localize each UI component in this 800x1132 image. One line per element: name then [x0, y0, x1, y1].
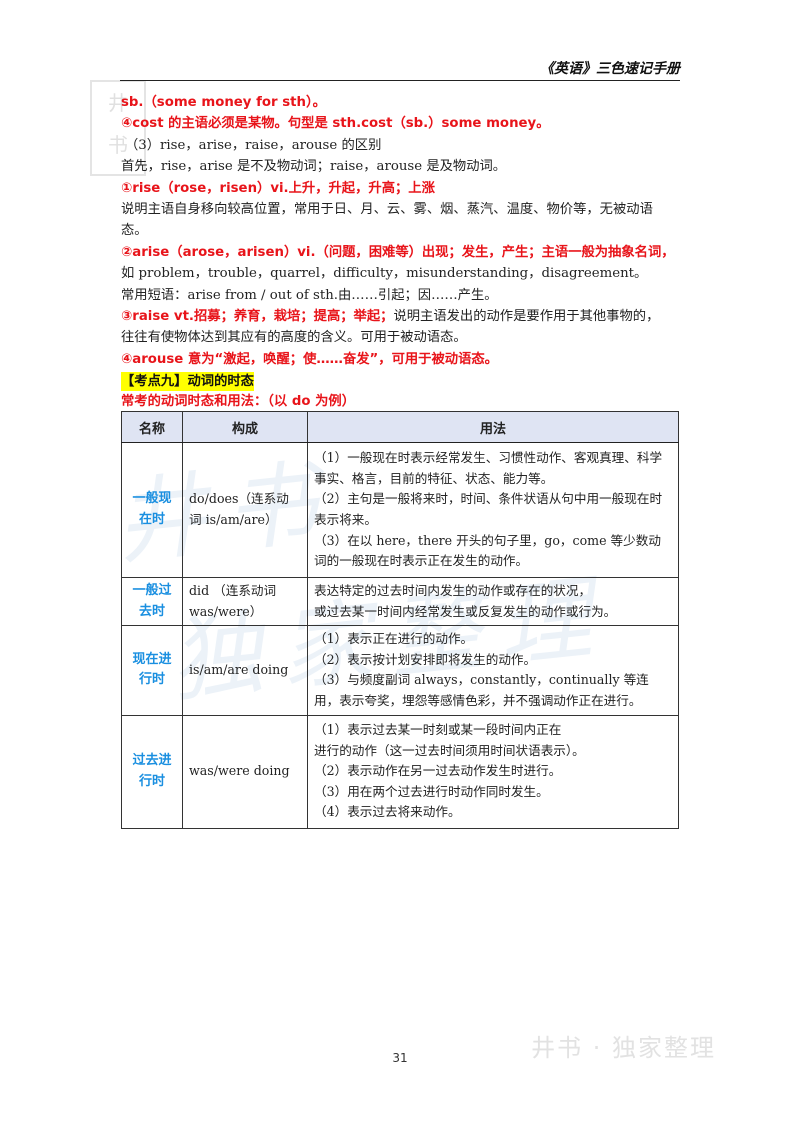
usage-line: 进行的动作（这一过去时间须用时间状语表示）。 [314, 742, 585, 758]
table-header-row: 名称 构成 用法 [121, 411, 679, 443]
text-line-11-red: ③raise vt.招募；养育，栽培；提高；举起； [121, 309, 394, 325]
body-content: sb.（some money for sth）。 ④cost 的主语必须是某物。… [121, 92, 681, 412]
table-row: 现在进行时 is/am/are doing （1）表示正在进行的动作。 （2）表… [121, 625, 679, 716]
tense-name: 一般现在时 [121, 442, 183, 578]
text-line-1: sb.（some money for sth）。 [121, 95, 326, 110]
header-rule [120, 80, 680, 81]
text-line-6: 说明主语自身移向较高位置，常用于日、月、云、雾、烟、蒸汽、温度、物价等，无被动语 [121, 202, 653, 218]
usage-line: （3）与频度副词 always，constantly，continually 等… [314, 672, 649, 708]
usage-line: （1）表示正在进行的动作。 [314, 631, 474, 647]
header-usage: 用法 [307, 411, 679, 443]
text-line-5: ①rise（rose，risen）vi.上升，升起，升高；上涨 [121, 180, 435, 196]
table-row: 一般现在时 do/does（连系动词 is/am/are） （1）一般现在时表示… [121, 442, 679, 578]
usage-line: （2）表示按计划安排即将发生的动作。 [314, 651, 537, 667]
usage-line: （3）用在两个过去进行时动作同时发生。 [314, 783, 549, 799]
text-line-13: ④arouse 意为“激起，唤醒；使……奋发”，可用于被动语态。 [121, 351, 498, 367]
usage-line: 或过去某一时间内经常发生或反复发生的动作或行为。 [314, 603, 617, 619]
watermark-logo-bottom: 书 [108, 133, 128, 157]
section-subtitle: 常考的动词时态和用法：（以 do 为例） [121, 394, 356, 410]
tense-form: is/am/are doing [182, 625, 308, 716]
text-line-4: 首先，rise，arise 是不及物动词；raise，arouse 是及物动词。 [121, 159, 507, 175]
text-line-7: 态。 [121, 223, 148, 239]
usage-line: （4）表示过去将来动作。 [314, 804, 461, 820]
table-row: 一般过去时 did （连系动词 was/were） 表达特定的过去时间内发生的动… [121, 576, 679, 627]
usage-line: （2）表示动作在另一过去动作发生时进行。 [314, 763, 562, 779]
tense-name: 一般过去时 [121, 576, 183, 627]
section-title: 【考点九】动词的时态 [121, 372, 254, 392]
tense-usage: （1）表示过去某一时刻或某一段时间内正在 进行的动作（这一过去时间须用时间状语表… [307, 714, 679, 829]
usage-line: （1）一般现在时表示经常发生、习惯性动作、客观真理、科学事实、格言，目前的特征、… [314, 450, 663, 486]
verb-tense-table: 名称 构成 用法 一般现在时 do/does（连系动词 is/am/are） （… [121, 411, 679, 829]
text-line-11: 说明主语发出的动作是要作用于其他事物的， [393, 309, 660, 325]
usage-line: （3）在以 here，there 开头的句子里，go，come 等少数动词的一般… [314, 532, 661, 569]
header-name: 名称 [121, 411, 183, 443]
tense-usage: （1）表示正在进行的动作。 （2）表示按计划安排即将发生的动作。 （3）与频度副… [307, 625, 679, 716]
text-line-9: 如 problem，trouble，quarrel，difficulty，mis… [121, 266, 648, 282]
tense-form: was/were doing [182, 714, 308, 829]
usage-line: 表达特定的过去时间内发生的动作或存在的状况， [314, 583, 592, 598]
text-line-8: ②arise（arose，arisen）vi.（问题，困难等）出现；发生，产生；… [121, 244, 675, 260]
tense-form: did （连系动词 was/were） [182, 576, 308, 627]
tense-name: 现在进行时 [121, 625, 183, 716]
text-line-10: 常用短语：arise from / out of sth.由……引起；因……产生… [121, 287, 498, 303]
tense-usage: （1）一般现在时表示经常发生、习惯性动作、客观真理、科学事实、格言，目前的特征、… [307, 442, 679, 578]
tense-usage: 表达特定的过去时间内发生的动作或存在的状况， 或过去某一时间内经常发生或反复发生… [307, 576, 679, 627]
table-row: 过去进行时 was/were doing （1）表示过去某一时刻或某一段时间内正… [121, 714, 679, 829]
text-line-3: （3）rise，arise，raise，arouse 的区别 [125, 137, 382, 153]
usage-line: （2）主句是一般将来时，时间、条件状语从句中用一般现在时表示将来。 [314, 491, 663, 527]
watermark-footer: 井书 · 独家整理 [531, 1034, 716, 1062]
page-number: 31 [392, 1051, 408, 1065]
tense-name: 过去进行时 [121, 714, 183, 829]
tense-form: do/does（连系动词 is/am/are） [182, 442, 308, 578]
watermark-logo-top: 井 [108, 91, 128, 115]
watermark-logo: 井 书 [90, 80, 146, 176]
text-line-2: ④cost 的主语必须是某物。句型是 sth.cost（sb.）some mon… [121, 116, 550, 132]
header-title: 《英语》三色速记手册 [540, 61, 680, 77]
text-line-12: 往往有使物体达到其应有的高度的含义。可用于被动语态。 [121, 330, 467, 346]
header-form: 构成 [182, 411, 308, 443]
usage-line: （1）表示过去某一时刻或某一段时间内正在 [314, 722, 562, 738]
